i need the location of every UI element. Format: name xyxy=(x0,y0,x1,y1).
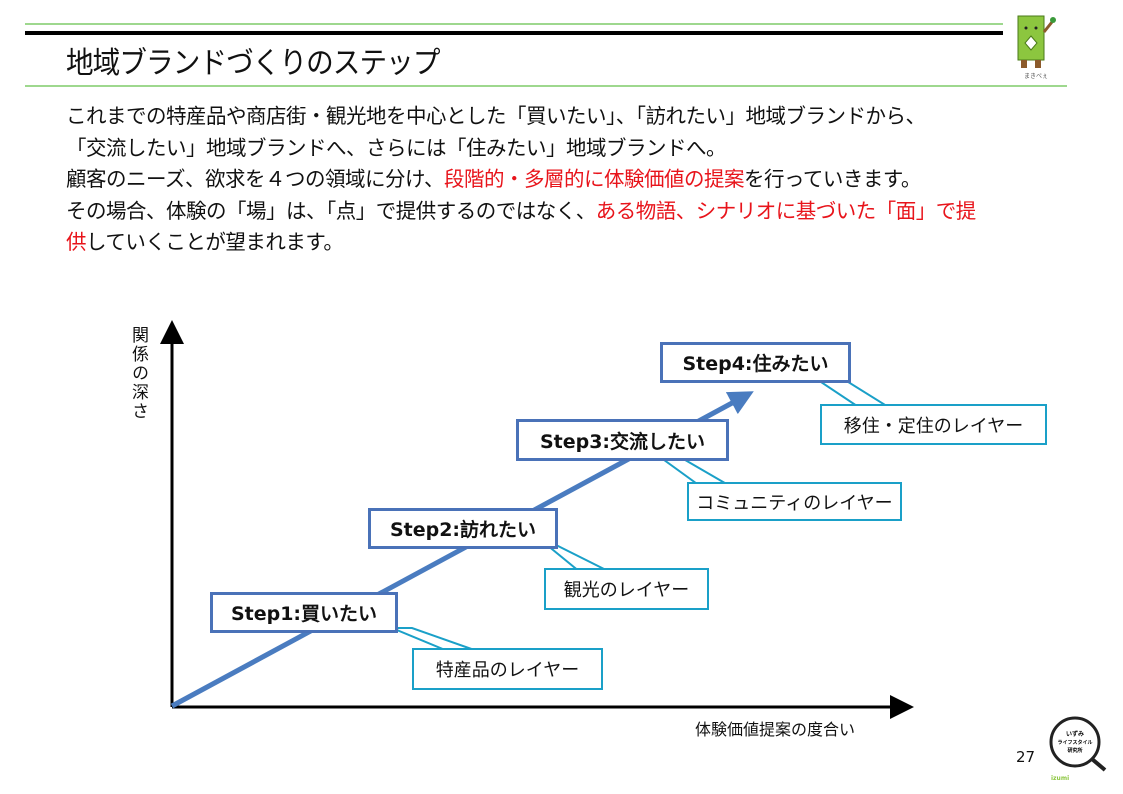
logo-icon: いずみ ライフスタイル 研究所 izumi xyxy=(1045,712,1115,782)
svg-text:研究所: 研究所 xyxy=(1067,747,1082,754)
intro-line: 顧客のニーズ、欲求を４つの領域に分け、段階的・多層的に体験価値の提案を行っていき… xyxy=(66,167,921,191)
step3-box: Step3:交流したい xyxy=(516,419,729,461)
svg-text:ライフスタイル: ライフスタイル xyxy=(1057,739,1092,746)
intro-line: 「交流したい」地域ブランドへ、さらには「住みたい」地域ブランドへ。 xyxy=(66,135,726,160)
layer-callout-3: コミュニティのレイヤー xyxy=(687,482,902,521)
page-number: 27 xyxy=(1016,748,1036,766)
svg-text:izumi: izumi xyxy=(1051,775,1069,782)
svg-text:いずみ: いずみ xyxy=(1066,730,1084,738)
step4-box: Step4:住みたい xyxy=(660,342,851,383)
step2-box: Step2:訪れたい xyxy=(368,508,558,549)
top-green-rule xyxy=(25,23,1003,25)
top-black-rule xyxy=(25,31,1003,35)
intro-line: 供していくことが望まれます。 xyxy=(66,230,344,254)
y-axis-label: 関係の深さ xyxy=(128,326,148,421)
layer-callout-2: 観光のレイヤー xyxy=(544,568,709,610)
x-axis-label: 体験価値提案の度合い xyxy=(695,720,856,739)
mascot-icon: まきべぇ xyxy=(1004,10,1064,80)
layer-callout-4: 移住・定住のレイヤー xyxy=(820,404,1047,445)
intro-line: その場合、体験の「場」は、「点」で提供するのではなく、ある物語、シナリオに基づい… xyxy=(66,198,976,223)
layer-callout-1: 特産品のレイヤー xyxy=(412,648,603,690)
mascot-caption: まきべぇ xyxy=(1024,73,1048,80)
title-underline xyxy=(25,85,1067,87)
page-title: 地域ブランドづくりのステップ xyxy=(66,46,440,81)
intro-line: これまでの特産品や商店街・観光地を中心とした「買いたい」、「訪れたい」地域ブラン… xyxy=(66,104,926,128)
intro-paragraph: これまでの特産品や商店街・観光地を中心とした「買いたい」、「訪れたい」地域ブラン… xyxy=(66,101,976,259)
step1-box: Step1:買いたい xyxy=(210,592,398,633)
